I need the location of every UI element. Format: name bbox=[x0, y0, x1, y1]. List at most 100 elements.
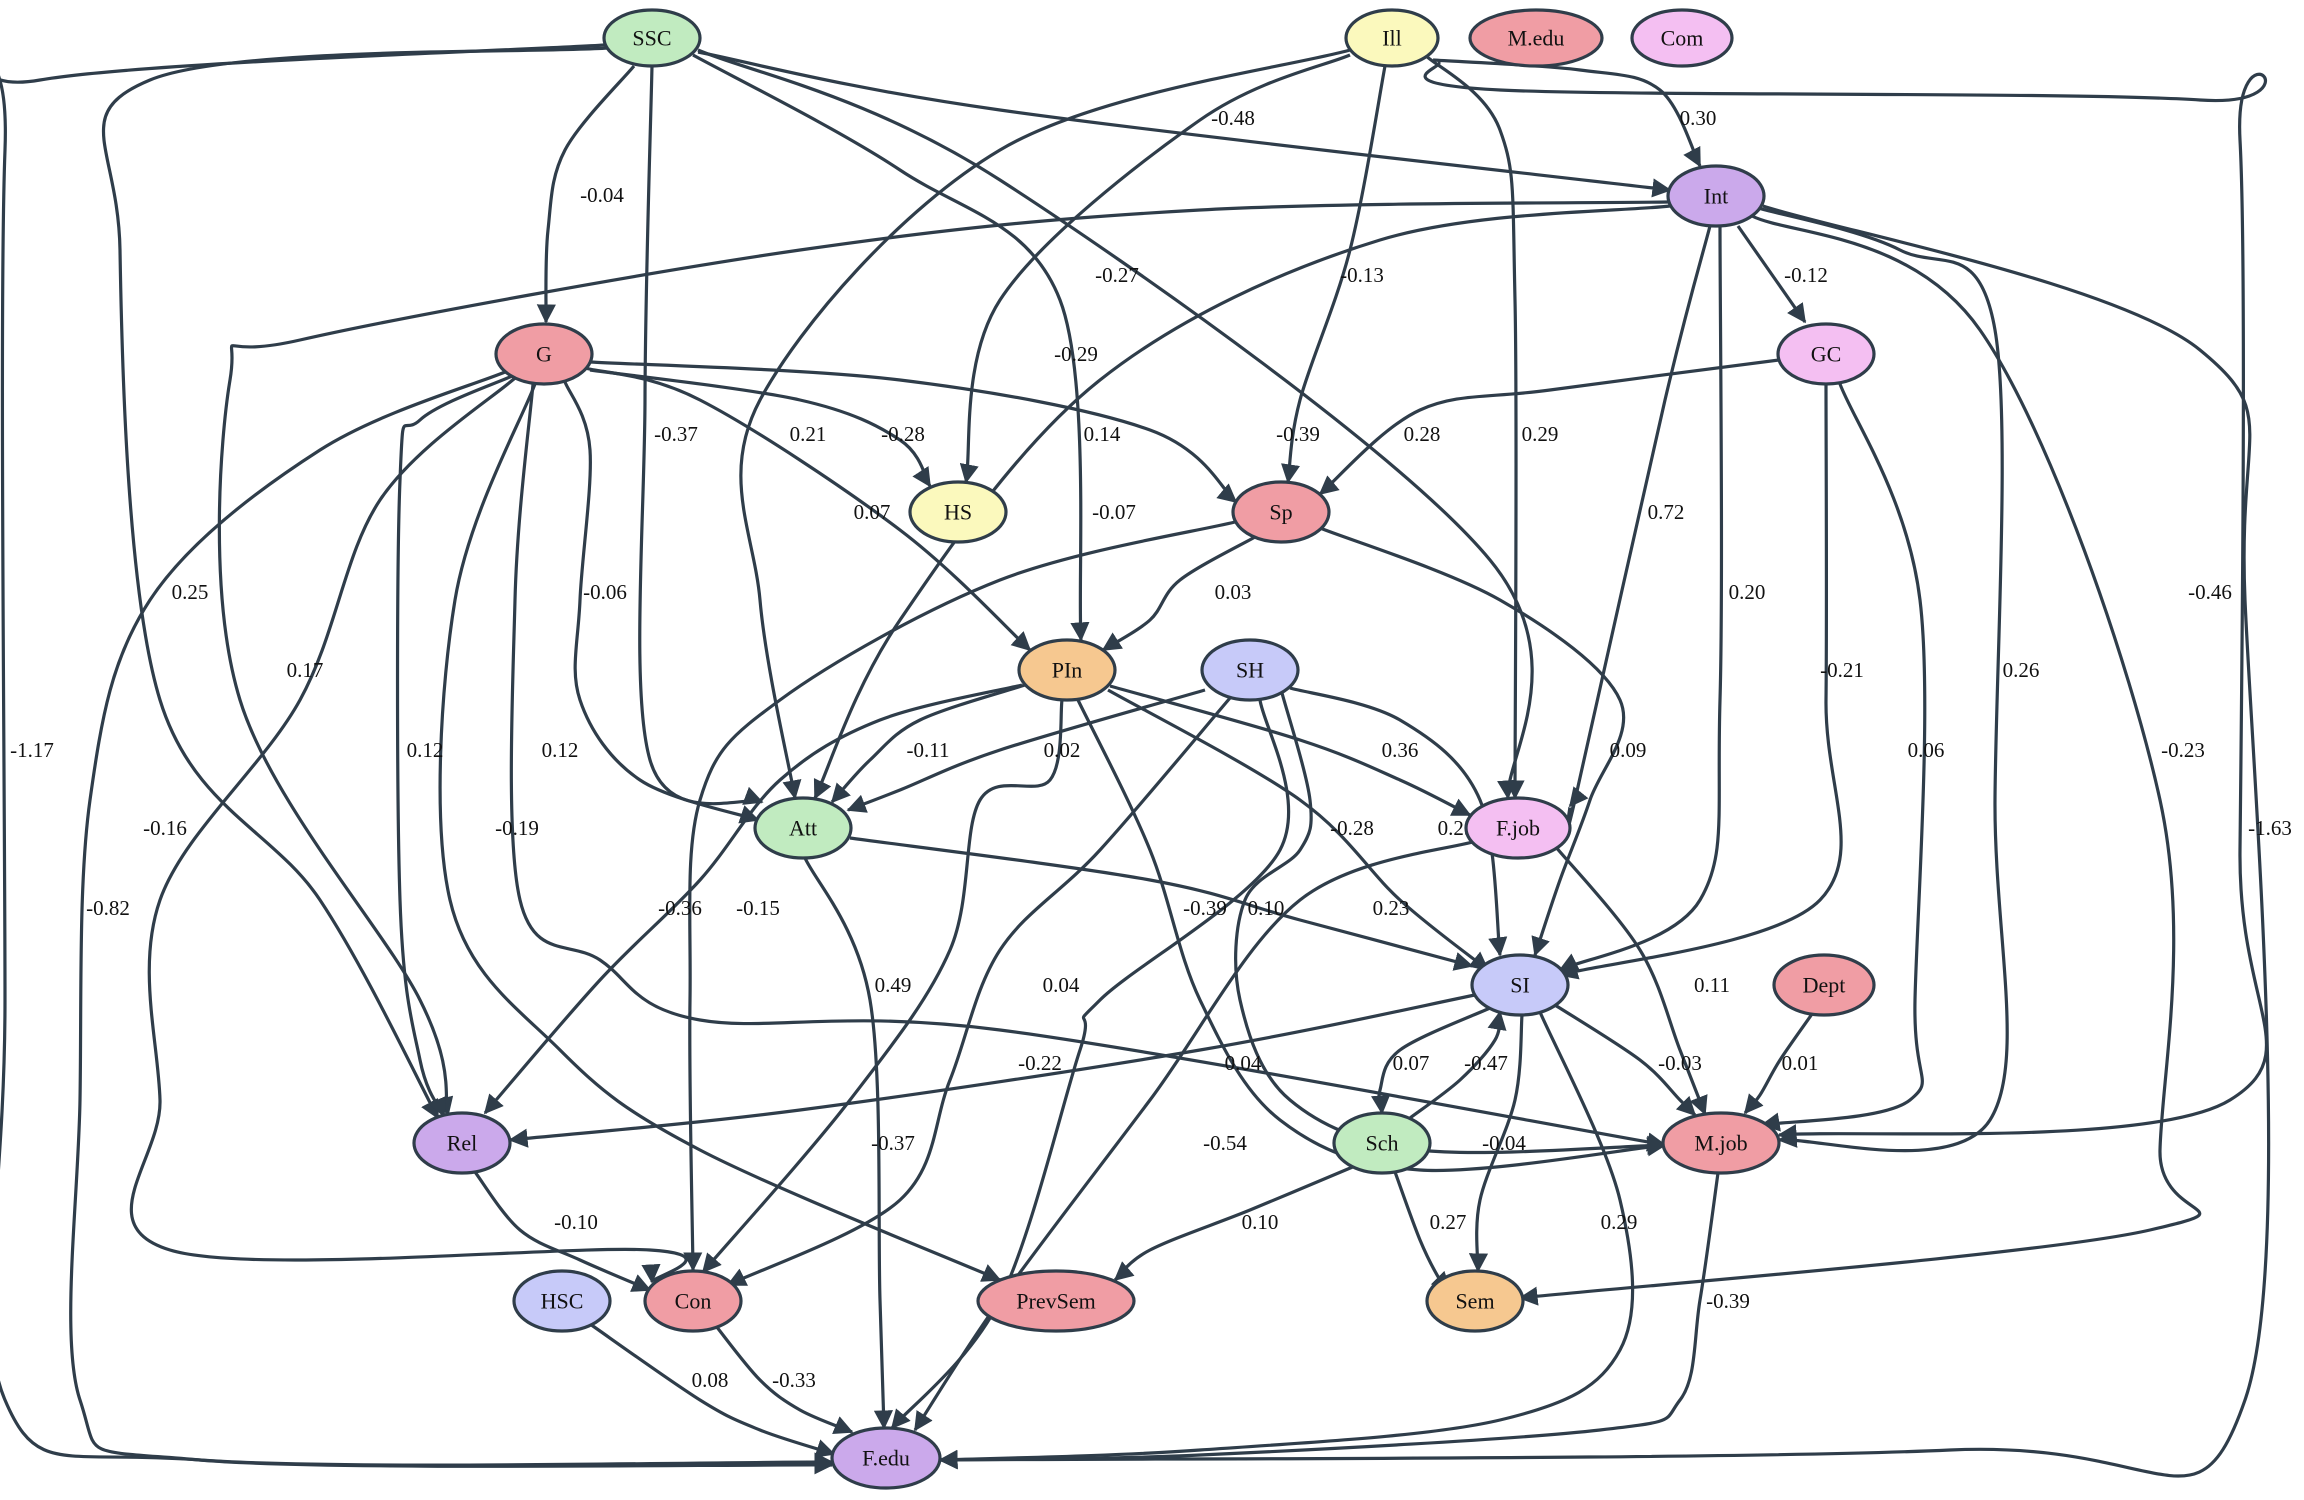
edge-pin-to-rel bbox=[483, 683, 1023, 1115]
edge-int-to-si bbox=[1558, 225, 1724, 972]
node-sem[interactable]: Sem bbox=[1425, 1269, 1525, 1333]
node-m-edu[interactable]: M.edu bbox=[1468, 8, 1604, 68]
node-f-edu[interactable]: F.edu bbox=[830, 1426, 942, 1490]
edge-weight-g-to-hs: -0.28 bbox=[881, 422, 925, 446]
edge-weight-sh-to-m-job: 0.10 bbox=[1248, 896, 1285, 920]
edge-int-to-f-edu bbox=[938, 204, 2271, 1478]
node-ssc[interactable]: SSC bbox=[602, 8, 702, 68]
node-att[interactable]: Att bbox=[753, 796, 853, 860]
edge-weight-pin-to-con: 0.49 bbox=[875, 973, 912, 997]
edge-weight-ssc-to-pin: -0.29 bbox=[1054, 342, 1098, 366]
node-label-rel: Rel bbox=[447, 1131, 478, 1156]
node-shape-pin bbox=[1017, 638, 1117, 702]
node-label-sch: Sch bbox=[1366, 1131, 1399, 1156]
node-dept[interactable]: Dept bbox=[1772, 953, 1876, 1017]
node-label-att: Att bbox=[789, 816, 817, 841]
edge-weight-f-job-to-f-edu: -0.54 bbox=[1203, 1131, 1247, 1155]
edge-weight-int-to-f-edu: -1.63 bbox=[2248, 816, 2292, 840]
edge-weight-int-to-att: -0.07 bbox=[1092, 500, 1136, 524]
edge-ill-to-att bbox=[739, 48, 1351, 800]
edge-weight-int-to-sem: -0.23 bbox=[2161, 738, 2205, 762]
edge-weight-pin-to-si: -0.28 bbox=[1330, 816, 1374, 840]
node-gc[interactable]: GC bbox=[1776, 322, 1876, 386]
node-shape-sch bbox=[1332, 1111, 1432, 1175]
edge-gc-to-m-job bbox=[1760, 383, 1927, 1132]
node-shape-con bbox=[643, 1269, 743, 1333]
node-pin[interactable]: PIn bbox=[1017, 638, 1117, 702]
node-shape-sp bbox=[1231, 480, 1331, 544]
node-shape-ssc bbox=[602, 8, 702, 68]
edge-weight-sp-to-con: -0.15 bbox=[736, 896, 780, 920]
edge-g-to-hs bbox=[589, 368, 932, 488]
node-g[interactable]: G bbox=[494, 322, 594, 386]
node-shape-m-edu bbox=[1468, 8, 1604, 68]
node-shape-prevsem bbox=[976, 1269, 1136, 1333]
node-label-pin: PIn bbox=[1052, 658, 1083, 683]
node-shape-ill bbox=[1344, 8, 1440, 68]
edge-int-to-m-job bbox=[1757, 206, 2009, 1153]
node-label-prevsem: PrevSem bbox=[1016, 1289, 1095, 1314]
node-prevsem[interactable]: PrevSem bbox=[976, 1269, 1136, 1333]
edge-si-to-rel bbox=[508, 993, 1476, 1148]
edge-sh-to-con bbox=[726, 696, 1232, 1287]
edge-ssc-to-int bbox=[697, 50, 1672, 198]
edge-sch-to-si bbox=[1409, 1010, 1507, 1120]
edge-weight-m-job-to-f-edu: -0.39 bbox=[1706, 1289, 1750, 1313]
node-shape-dept bbox=[1772, 953, 1876, 1017]
node-m-job[interactable]: M.job bbox=[1661, 1111, 1781, 1175]
node-f-job[interactable]: F.job bbox=[1464, 796, 1572, 860]
edge-gc-to-sp bbox=[1318, 358, 1780, 496]
node-shape-int bbox=[1666, 164, 1766, 228]
node-shape-sem bbox=[1425, 1269, 1525, 1333]
edge-att-to-si bbox=[849, 836, 1474, 971]
node-si[interactable]: SI bbox=[1470, 953, 1570, 1017]
node-label-si: SI bbox=[1510, 973, 1530, 998]
edge-weight-sch-to-prevsem: 0.10 bbox=[1242, 1210, 1279, 1234]
node-label-sem: Sem bbox=[1455, 1289, 1494, 1314]
node-label-ill: Ill bbox=[1382, 26, 1402, 51]
edge-sp-to-con bbox=[683, 520, 1236, 1272]
edge-pin-to-m-job bbox=[1076, 699, 1667, 1173]
node-int[interactable]: Int bbox=[1666, 164, 1766, 228]
edge-weight-ssc-to-att: -0.37 bbox=[654, 422, 698, 446]
edge-weight-sch-to-si: -0.47 bbox=[1464, 1051, 1508, 1075]
edge-si-to-m-job bbox=[1554, 1003, 1697, 1117]
edge-att-to-f-edu bbox=[803, 857, 894, 1430]
node-shape-att bbox=[753, 796, 853, 860]
edge-weight-att-to-si: 0.23 bbox=[1373, 896, 1410, 920]
edge-weight-g-to-con: -0.16 bbox=[143, 816, 187, 840]
edge-g-to-pin bbox=[584, 366, 1032, 652]
node-ill[interactable]: Ill bbox=[1344, 8, 1440, 68]
node-shape-f-edu bbox=[830, 1426, 942, 1490]
edge-sp-to-pin bbox=[1101, 535, 1256, 652]
edge-f-job-to-m-job bbox=[1553, 844, 1708, 1116]
node-sch[interactable]: Sch bbox=[1332, 1111, 1432, 1175]
edge-weight-g-to-prevsem: -0.19 bbox=[495, 816, 539, 840]
edge-weight-att-to-f-edu: -0.37 bbox=[871, 1131, 915, 1155]
edge-si-to-sem bbox=[1468, 1014, 1524, 1273]
node-shape-gc bbox=[1776, 322, 1876, 386]
node-com[interactable]: Com bbox=[1630, 8, 1734, 68]
edge-weight-ssc-to-rel: 0.25 bbox=[172, 580, 209, 604]
node-label-f-edu: F.edu bbox=[862, 1446, 910, 1471]
node-label-m-edu: M.edu bbox=[1508, 26, 1565, 51]
edge-hsc-to-f-edu bbox=[589, 1322, 836, 1458]
edge-g-to-con bbox=[129, 376, 688, 1284]
node-shape-g bbox=[494, 322, 594, 386]
edge-weight-ill-to-hs: -0.27 bbox=[1095, 263, 1139, 287]
edge-g-to-f-edu bbox=[69, 370, 834, 1475]
node-shape-com bbox=[1630, 8, 1734, 68]
edge-weight-ssc-to-f-job: -0.39 bbox=[1276, 422, 1320, 446]
node-con[interactable]: Con bbox=[643, 1269, 743, 1333]
node-sh[interactable]: SH bbox=[1200, 638, 1300, 702]
node-hs[interactable]: HS bbox=[908, 480, 1008, 544]
node-shape-f-job bbox=[1464, 796, 1572, 860]
node-sp[interactable]: Sp bbox=[1231, 480, 1331, 544]
node-hsc[interactable]: HSC bbox=[512, 1269, 612, 1333]
edge-weight-sch-to-sem: 0.27 bbox=[1430, 1210, 1467, 1234]
edge-m-job-to-f-edu bbox=[938, 1172, 1720, 1470]
node-rel[interactable]: Rel bbox=[412, 1111, 512, 1175]
edge-weight-ill-to-sp: -0.13 bbox=[1340, 263, 1384, 287]
edge-ill-to-int bbox=[1432, 58, 1702, 168]
